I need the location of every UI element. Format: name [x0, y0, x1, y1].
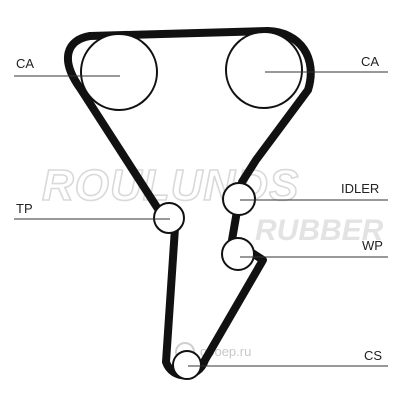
idler-pulley — [222, 182, 256, 216]
label-cs: CS — [364, 348, 382, 363]
label-ca-left: CA — [16, 56, 34, 71]
label-idler: IDLER — [341, 181, 379, 196]
camshaft-pulley-left — [80, 33, 158, 111]
crankshaft-pulley — [172, 350, 202, 380]
label-tp: TP — [16, 201, 33, 216]
tensioner-pulley — [153, 202, 185, 234]
water-pump-pulley — [221, 237, 255, 271]
camshaft-pulley-right — [225, 31, 303, 109]
label-ca-right: CA — [361, 54, 379, 69]
watermark-brand-rubber: RUBBER — [255, 214, 384, 247]
label-wp: WP — [362, 238, 383, 253]
